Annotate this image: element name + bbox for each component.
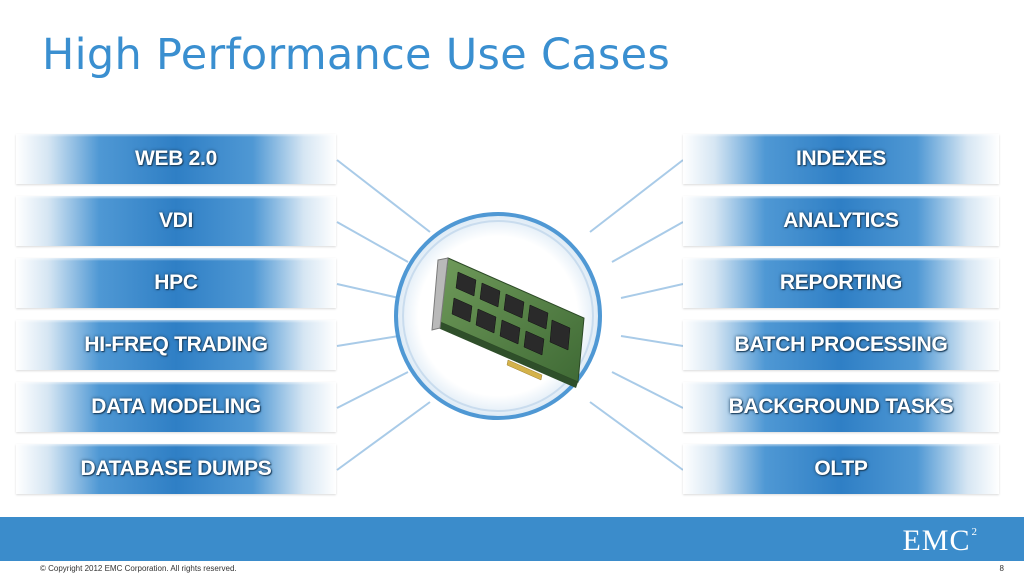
use-case-hi-freq-trading: HI-FREQ TRADING (16, 320, 336, 370)
use-case-reporting: REPORTING (683, 258, 999, 308)
footer-bar (0, 517, 1024, 561)
pcie-flash-card-image (394, 212, 602, 420)
use-case-database-dumps: DATABASE DUMPS (16, 444, 336, 494)
copyright-notice: © Copyright 2012 EMC Corporation. All ri… (40, 564, 237, 573)
page-number: 8 (999, 564, 1004, 573)
use-case-analytics: ANALYTICS (683, 196, 999, 246)
center-circle (392, 210, 604, 422)
use-case-data-modeling: DATA MODELING (16, 382, 336, 432)
slide-title: High Performance Use Cases (42, 30, 671, 80)
use-case-indexes: INDEXES (683, 134, 999, 184)
emc-logo: EMC2 (902, 524, 978, 557)
use-case-web-2-0: WEB 2.0 (16, 134, 336, 184)
left-use-case-column: WEB 2.0 VDI HPC HI-FREQ TRADING DATA MOD… (16, 134, 336, 506)
use-case-hpc: HPC (16, 258, 336, 308)
use-case-batch-processing: BATCH PROCESSING (683, 320, 999, 370)
use-case-vdi: VDI (16, 196, 336, 246)
right-use-case-column: INDEXES ANALYTICS REPORTING BATCH PROCES… (683, 134, 999, 506)
use-case-oltp: OLTP (683, 444, 999, 494)
use-case-background-tasks: BACKGROUND TASKS (683, 382, 999, 432)
